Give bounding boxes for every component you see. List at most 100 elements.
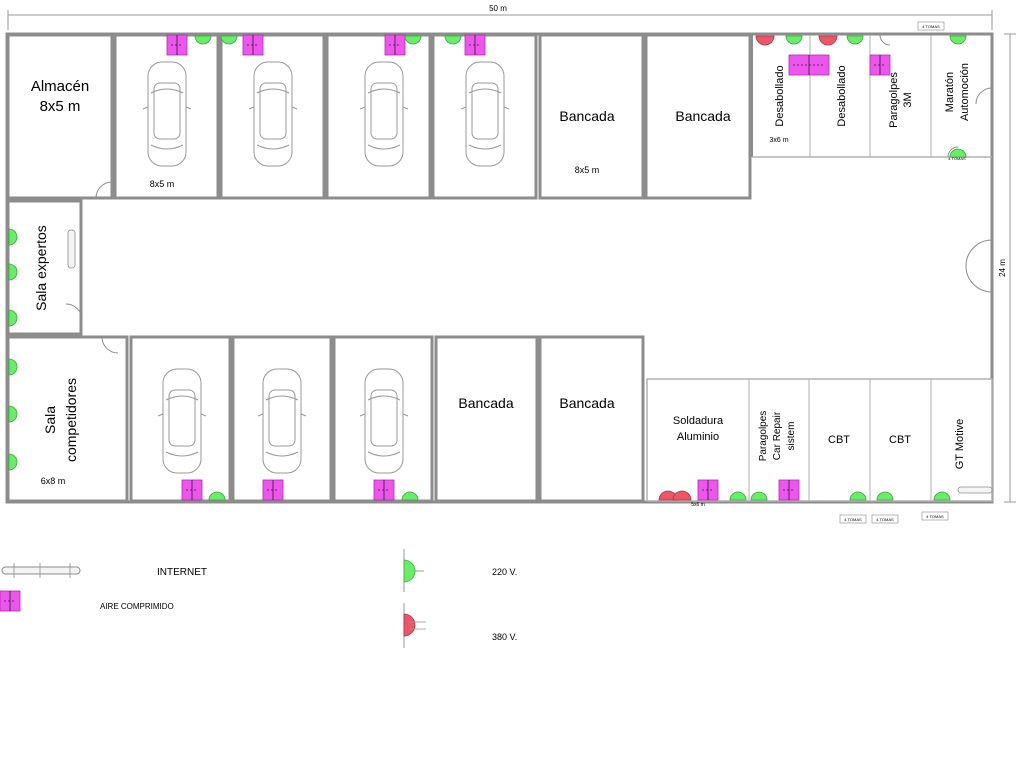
compressed-air-outlet xyxy=(384,34,406,56)
room-sala-competidores xyxy=(6,335,129,503)
outlet-220v xyxy=(8,309,18,327)
cbt-1-label: CBT xyxy=(828,434,850,446)
tomas-note-cbt-2: 4 TOMAS xyxy=(876,517,894,522)
tomas-box-gt xyxy=(921,511,949,521)
legend-220-label: 220 V. xyxy=(492,567,517,577)
tomas-box-top xyxy=(917,21,945,31)
box-2 xyxy=(219,33,326,200)
car-outline xyxy=(359,368,409,474)
outlet-220v xyxy=(8,228,18,246)
gt-motive-label: GT Motive xyxy=(954,419,966,470)
outlet-220v xyxy=(194,35,212,45)
cbt-2-label: CBT xyxy=(889,434,911,446)
outlet-220v xyxy=(933,491,951,501)
internet-connector-gt-motive xyxy=(957,486,993,494)
legend: INTERNET AIRE COMPRIMIDO 220 V. 380 V. xyxy=(0,549,517,648)
width-dimension: 50 m xyxy=(7,4,993,30)
maraton-line1: Maratón xyxy=(944,72,956,112)
compressed-air-outlet xyxy=(464,34,486,56)
car-outline xyxy=(142,61,192,167)
car-outline xyxy=(460,61,510,167)
almacen-size: 8x5 m xyxy=(40,98,81,115)
tomas-note-top: 4 TOMAS xyxy=(922,24,940,29)
compressed-air-outlet xyxy=(869,54,891,76)
soldadura-line2: Aluminio xyxy=(677,431,719,443)
room-almacen xyxy=(6,33,114,200)
desabollado-1-size: 3x6 m xyxy=(769,137,788,144)
soldadura-size: 5x6 m xyxy=(691,502,705,508)
legend-air-icon xyxy=(0,590,21,612)
compressed-air-outlet xyxy=(373,479,395,501)
outlet-220v xyxy=(8,263,18,281)
outlet-220v xyxy=(8,358,18,376)
paragolpes-car-line2: Car Repair xyxy=(772,411,783,460)
compressed-air-outlet xyxy=(778,479,800,501)
box-1 xyxy=(113,33,220,200)
tomas-note-gt: 4 TOMAS xyxy=(926,514,944,519)
legend-220-icon xyxy=(403,549,424,592)
outlet-220v xyxy=(846,35,864,45)
box-5 xyxy=(129,335,232,503)
car-outline xyxy=(359,61,409,167)
car-outline xyxy=(257,368,307,474)
internet-connector-sala-expertos xyxy=(67,229,76,269)
paragolpes-car-line1: Paragolpes xyxy=(758,411,769,462)
almacen-title: Almacén xyxy=(31,78,89,95)
bancada-bottom-2-label: Bancada xyxy=(559,395,614,411)
outlet-220v xyxy=(949,148,967,158)
bancada-top-1-label: Bancada xyxy=(559,108,614,124)
box-7 xyxy=(332,335,434,503)
compressed-air-outlet xyxy=(181,479,203,501)
paragolpes-car-line3: sistem xyxy=(786,422,797,451)
width-label: 50 m xyxy=(489,4,507,13)
outlet-220v xyxy=(8,405,18,423)
compressed-air-outlet xyxy=(697,479,719,501)
bancada-top-2-label: Bancada xyxy=(675,108,730,124)
outlet-220v xyxy=(729,491,747,501)
maraton-line2: Automoción xyxy=(959,63,971,121)
legend-internet-icon xyxy=(1,563,81,578)
compressed-air-outlet xyxy=(788,54,830,76)
tomas-box-cbt-1 xyxy=(839,514,867,524)
outlet-380v xyxy=(755,35,775,46)
legend-internet-label: INTERNET xyxy=(157,567,207,578)
legend-380-label: 380 V. xyxy=(492,632,517,642)
box-1-size: 8x5 m xyxy=(150,179,175,189)
outlet-220v xyxy=(208,491,226,501)
compressed-air-outlet xyxy=(242,34,264,56)
outlet-220v xyxy=(949,35,967,45)
outlet-220v xyxy=(750,491,768,501)
bancada-top-2 xyxy=(644,33,752,200)
paragolpes-3m-line2: 3M xyxy=(902,92,914,107)
bancada-bottom-2 xyxy=(538,335,645,503)
cars xyxy=(142,61,510,474)
outlet-220v xyxy=(404,35,422,45)
outlet-220v xyxy=(444,35,462,45)
sala-expertos-label: Sala expertos xyxy=(33,225,49,311)
legend-380-icon xyxy=(403,603,426,648)
desabollado-2-label: Desabollado xyxy=(836,65,848,126)
sala-competidores-line1: Sala xyxy=(42,406,58,434)
car-outline xyxy=(157,368,207,474)
bancada-top-1-size: 8x5 m xyxy=(575,165,600,175)
internet-connectors xyxy=(67,229,993,494)
bancada-bottom-1-label: Bancada xyxy=(458,395,513,411)
desabollado-1-label: Desabollado xyxy=(774,65,786,126)
car-outline xyxy=(248,61,298,167)
tomas-note-cbt-1: 4 TOMAS xyxy=(844,517,862,522)
sala-competidores-line2: competidores xyxy=(63,378,79,462)
box-6 xyxy=(231,335,333,503)
outlet-220v xyxy=(849,491,867,501)
maraton-note: 4 TOMAS xyxy=(948,156,966,161)
outlet-220v xyxy=(220,35,238,45)
paragolpes-3m-line1: Paragolpes xyxy=(888,72,900,128)
bancada-top-1 xyxy=(538,33,645,200)
doors xyxy=(65,34,993,354)
sala-competidores-size: 6x8 m xyxy=(41,476,66,486)
box-3 xyxy=(325,33,432,200)
soldadura-line1: Soldadura xyxy=(673,415,724,427)
compressed-air-outlet xyxy=(166,34,188,56)
box-4 xyxy=(431,33,538,200)
outlets xyxy=(8,34,967,501)
